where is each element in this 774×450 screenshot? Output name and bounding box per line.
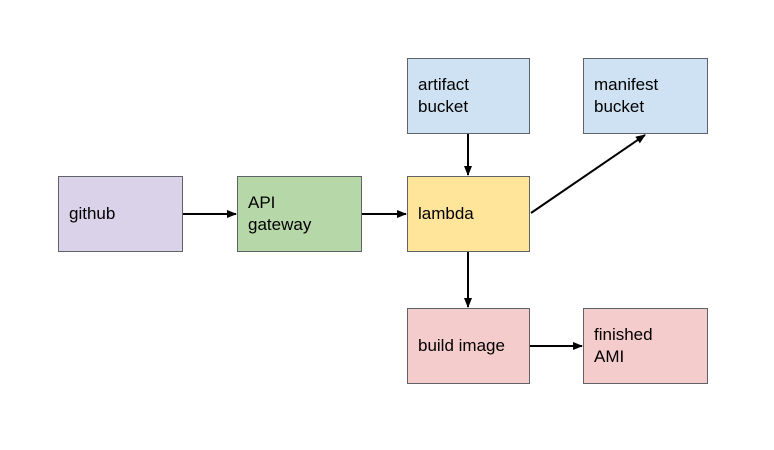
node-api-gateway: API gateway: [237, 176, 362, 252]
node-lambda-label: lambda: [418, 204, 474, 223]
node-manifest-bucket: manifest bucket: [583, 58, 708, 134]
node-build-image-label: build image: [418, 336, 505, 355]
node-build-image: build image: [407, 308, 530, 384]
node-artifact-bucket-label: artifact bucket: [418, 75, 470, 116]
node-finished-ami: finished AMI: [583, 308, 708, 384]
node-manifest-bucket-label: manifest bucket: [594, 75, 659, 116]
edge-lambda-to-manifest: [530, 134, 646, 214]
node-github-label: github: [69, 204, 116, 223]
node-artifact-bucket: artifact bucket: [407, 58, 530, 134]
node-finished-ami-label: finished AMI: [594, 325, 653, 366]
node-api-gateway-label: API gateway: [248, 193, 312, 234]
node-github: github: [58, 176, 183, 252]
node-lambda: lambda: [407, 176, 530, 252]
